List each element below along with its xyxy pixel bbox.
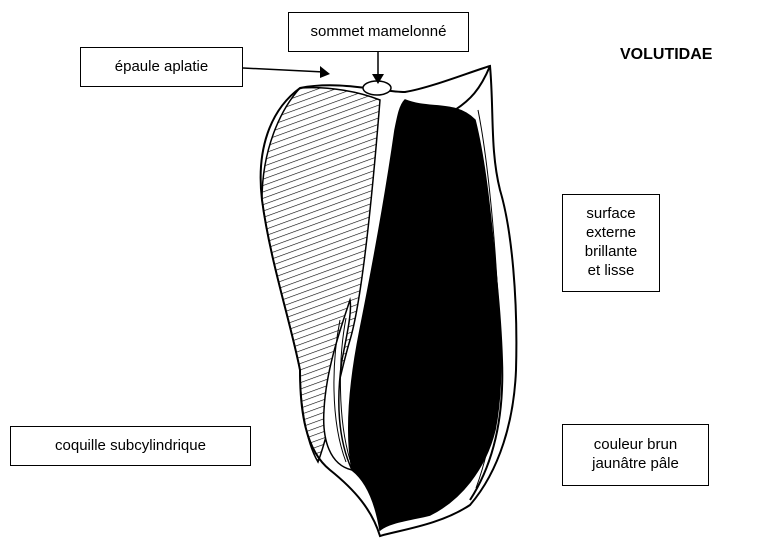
couleur-line-1: couleur brun xyxy=(563,435,708,454)
couleur-label: couleur brun jaunâtre pâle xyxy=(562,424,709,486)
family-title: VOLUTIDAE xyxy=(620,46,712,64)
surface-line-4: et lisse xyxy=(563,261,659,280)
surface-line-1: surface xyxy=(563,204,659,223)
apex xyxy=(363,81,391,95)
sommet-label: sommet mamelonné xyxy=(288,12,469,52)
couleur-line-2: jaunâtre pâle xyxy=(563,454,708,473)
surface-label: surface externe brillante et lisse xyxy=(562,194,660,292)
sommet-label-text: sommet mamelonné xyxy=(311,23,447,40)
epaule-label-text: épaule aplatie xyxy=(115,58,208,75)
epaule-arrowhead xyxy=(320,66,330,78)
epaule-leader xyxy=(243,68,324,72)
surface-line-3: brillante xyxy=(563,242,659,261)
epaule-label: épaule aplatie xyxy=(80,47,243,87)
coquille-label-text: coquille subcylindrique xyxy=(55,437,206,454)
surface-line-2: externe xyxy=(563,223,659,242)
coquille-label: coquille subcylindrique xyxy=(10,426,251,466)
